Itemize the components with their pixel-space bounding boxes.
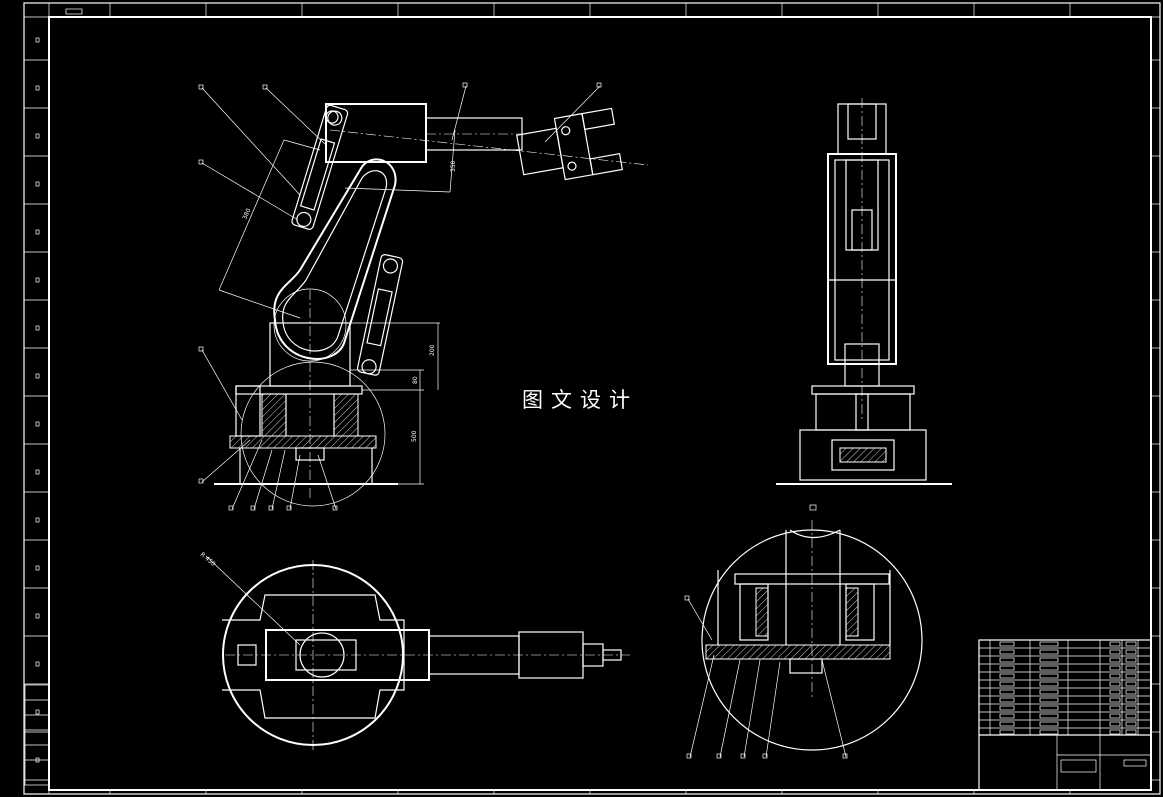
parts-list-cell [999, 657, 1015, 663]
parts-list-cell [1125, 697, 1137, 703]
border-zone-ticks [24, 3, 1160, 794]
parts-list-cell [1109, 673, 1121, 679]
zone-mark [35, 181, 40, 187]
parts-list-cell [999, 665, 1015, 671]
parts-list-cell [1109, 665, 1121, 671]
parts-list-cell [1125, 713, 1137, 719]
parts-list-cell [999, 641, 1015, 647]
parts-list-cell [1109, 705, 1121, 711]
dim-forearm: 350 [450, 160, 457, 172]
zone-mark [35, 469, 40, 475]
zone-mark [35, 85, 40, 91]
parts-list-cell [1125, 689, 1137, 695]
zone-mark [35, 373, 40, 379]
parts-list-cell [1109, 713, 1121, 719]
dim-base-height: 500 [411, 430, 418, 442]
parts-list-cell [1125, 729, 1137, 735]
parts-list-cell [1125, 641, 1137, 647]
parts-list-cell [1109, 729, 1121, 735]
parts-list-cell [1109, 641, 1121, 647]
parts-list-cell [999, 649, 1015, 655]
parts-list-cell [1039, 713, 1059, 719]
parts-list-cell [1039, 657, 1059, 663]
zone-mark [35, 565, 40, 571]
parts-list-cell [1109, 697, 1121, 703]
parts-list-cell [1039, 641, 1059, 647]
zone-mark [35, 517, 40, 523]
left-title-strip [24, 684, 50, 786]
zone-mark [35, 709, 40, 715]
parts-list-cell [1125, 673, 1137, 679]
parts-list-cell [1109, 657, 1121, 663]
dim-column: 200 [429, 344, 436, 356]
parts-list-cell [1109, 689, 1121, 695]
parts-list-cell [999, 673, 1015, 679]
parts-list-cell [1039, 681, 1059, 687]
parts-list-cell [999, 689, 1015, 695]
dim-upper-arm: 380 [241, 207, 252, 220]
zone-mark [35, 661, 40, 667]
parts-list-cell [1039, 689, 1059, 695]
zone-mark [35, 325, 40, 331]
parts-list-cell [1039, 649, 1059, 655]
parts-list-cell [1039, 697, 1059, 703]
parts-list-cell [1125, 681, 1137, 687]
parts-list-cell [1039, 705, 1059, 711]
parts-list-cell [999, 681, 1015, 687]
dim-plan-radius: R 450 [199, 551, 217, 568]
parts-list-cell [1039, 721, 1059, 727]
sheet-border [23, 2, 1161, 795]
parts-list-cell [999, 721, 1015, 727]
parts-list-cell [999, 705, 1015, 711]
zone-mark [35, 133, 40, 139]
zone-mark [35, 229, 40, 235]
parts-list-cell [1125, 657, 1137, 663]
plan-view: R 450 [199, 551, 630, 750]
parts-list-cell [1125, 649, 1137, 655]
parts-list-cell [999, 729, 1015, 735]
parts-list-cell [999, 697, 1015, 703]
dim-base-offset: 80 [412, 376, 419, 384]
parts-list-cell [1125, 665, 1137, 671]
watermark-text: 图文设计 [522, 388, 638, 412]
front-leaders [198, 82, 602, 511]
parts-list-cell [1039, 665, 1059, 671]
zone-mark [35, 613, 40, 619]
parts-list-rows [979, 639, 1151, 735]
title-block [978, 639, 1152, 791]
detail-view [684, 504, 923, 759]
zone-mark [35, 277, 40, 283]
parts-list-cell [1125, 705, 1137, 711]
parts-list-cell [1039, 729, 1059, 735]
parts-list-cell [1039, 673, 1059, 679]
parts-list-cell [1109, 649, 1121, 655]
parts-list-cell [999, 713, 1015, 719]
parts-list-cell [1125, 721, 1137, 727]
parts-list-cell [1109, 681, 1121, 687]
front-view: 380 350 200 80 500 [198, 82, 649, 511]
side-view [776, 98, 952, 485]
zone-mark [35, 37, 40, 43]
zone-mark [35, 421, 40, 427]
parts-list-cell [1109, 721, 1121, 727]
